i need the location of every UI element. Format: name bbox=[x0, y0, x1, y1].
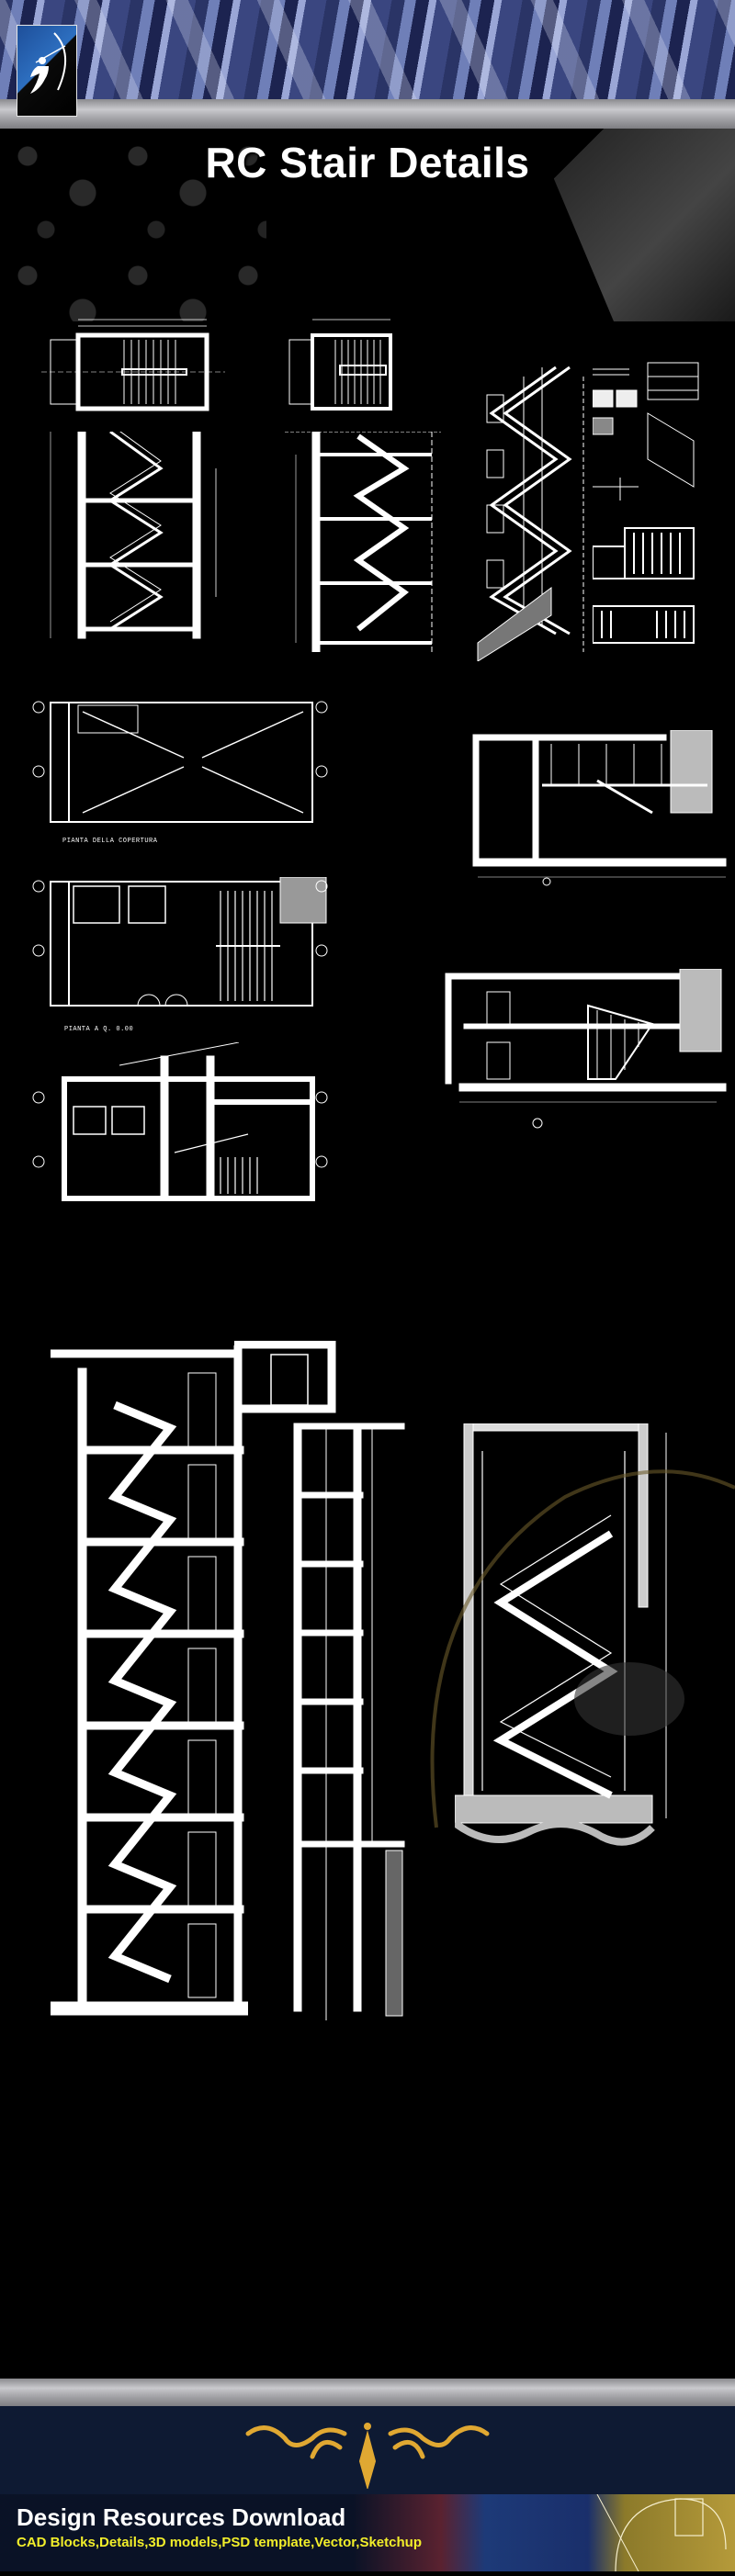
building-section-b bbox=[413, 729, 735, 886]
golden-spiral-graphic bbox=[588, 2493, 735, 2572]
steel-stair-isometric bbox=[469, 358, 588, 662]
building-section-a bbox=[404, 968, 735, 1134]
stair-plan-1 bbox=[41, 312, 225, 413]
stair-section-2 bbox=[285, 431, 441, 653]
footer-banner bbox=[0, 2494, 735, 2571]
damask-pattern bbox=[0, 129, 266, 321]
footer-subtitle: CAD Blocks,Details,3D models,PSD templat… bbox=[17, 2535, 422, 2550]
roof-plan bbox=[28, 698, 331, 827]
silver-divider-top bbox=[0, 99, 735, 129]
ground-plan-caption: PIANTA A Q. 0.00 bbox=[64, 1026, 134, 1033]
roof-plan-caption: PIANTA DELLA COPERTURA bbox=[62, 838, 158, 845]
silver-divider-bottom bbox=[0, 2379, 735, 2406]
stair-section-1 bbox=[41, 423, 225, 643]
header-banner-image bbox=[0, 0, 735, 101]
ground-floor-plan bbox=[28, 876, 331, 1015]
gold-ornament-icon bbox=[239, 2415, 496, 2491]
railing-details bbox=[592, 358, 703, 661]
three-flight-stair-section bbox=[452, 1423, 675, 1855]
multi-storey-stair-section bbox=[50, 1344, 249, 2025]
archer-silhouette-icon bbox=[30, 32, 67, 94]
archer-logo-icon bbox=[17, 25, 77, 117]
page-title: RC Stair Details bbox=[205, 139, 530, 186]
steel-beams-graphic bbox=[0, 0, 735, 101]
archer-watermark bbox=[418, 1460, 735, 1846]
stair-plan-2 bbox=[285, 312, 395, 413]
footer-title: Design Resources Download bbox=[17, 2503, 346, 2531]
first-floor-plan bbox=[28, 1041, 331, 1208]
cad-drawings-area: PIANTA DELLA COPERTURA PIANTA A Q. 0.00 bbox=[0, 303, 735, 2020]
elevator-shaft-section bbox=[233, 1340, 409, 2030]
